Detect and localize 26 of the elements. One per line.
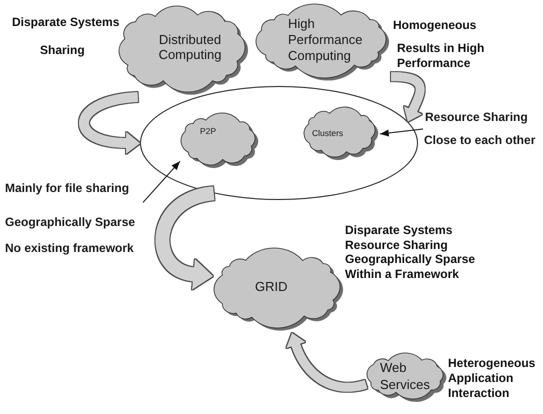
- annotation-text: Heterogeneous Application Interaction: [448, 356, 536, 401]
- curved-block-arrow: [78, 92, 140, 154]
- annotation-text: Homogeneous: [393, 18, 478, 33]
- cloud-label: Web Services: [380, 359, 431, 393]
- annotation-text: Disparate Systems: [12, 15, 120, 30]
- curved-block-arrow: [286, 333, 368, 392]
- annotation-text: Resource Sharing: [345, 238, 449, 252]
- annotation-text: Geographically Sparse: [345, 252, 476, 267]
- annotation-text: Results in High Performance: [397, 41, 486, 71]
- annotation-text: Within a Framework: [345, 266, 460, 282]
- annotation-text: Sharing: [40, 43, 86, 58]
- annotation-text: No existing framework: [5, 241, 135, 256]
- curved-block-arrow: [155, 186, 216, 290]
- annotation-text: Resource Sharing: [425, 110, 529, 125]
- annotation-text: Close to each other: [424, 133, 536, 148]
- cloud-label: GRID: [255, 279, 288, 295]
- annotation-text: Disparate Systems: [345, 223, 454, 238]
- curved-block-arrow: [389, 72, 425, 122]
- cloud-label: P2P: [200, 126, 218, 136]
- leader-arrow: [380, 128, 424, 136]
- annotation-text: Geographically Sparse: [5, 215, 136, 230]
- cloud-label: Clusters: [312, 128, 344, 138]
- cloud-label: High Performance Computing: [288, 16, 364, 64]
- cloud-label: Distributed Computing: [158, 32, 222, 62]
- leader-arrow: [142, 160, 180, 203]
- annotation-text: Mainly for file sharing: [5, 181, 130, 196]
